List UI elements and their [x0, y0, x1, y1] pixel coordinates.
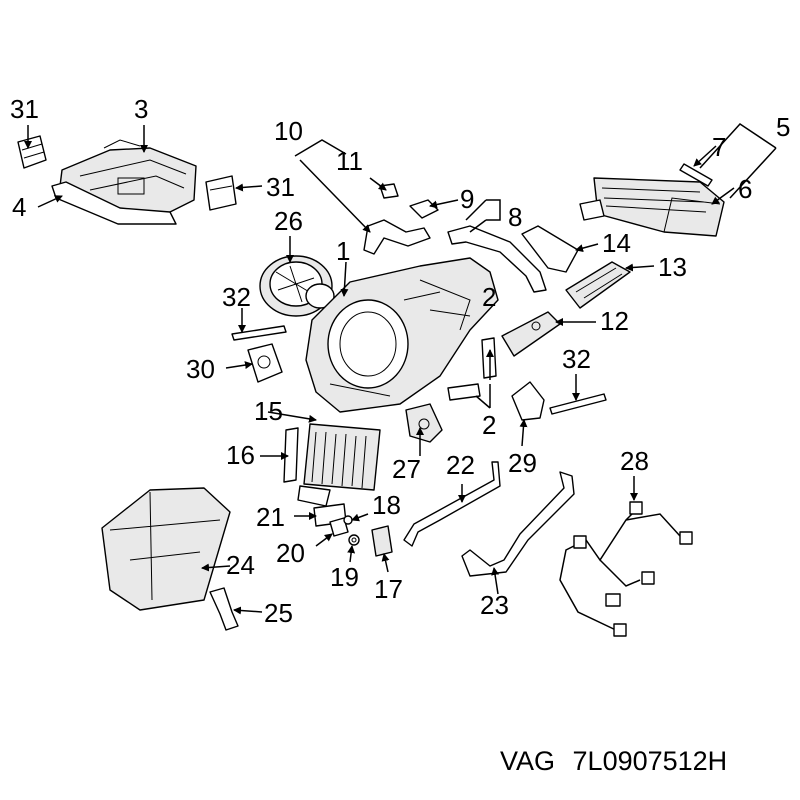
part-23-ac-line [461, 471, 575, 577]
part-31-module-left [17, 135, 47, 169]
part-2-seal-vertical [481, 337, 497, 379]
callout-9: 9 [460, 184, 474, 214]
callout-2-lower: 2 [482, 410, 496, 440]
part-32-rod-left [231, 325, 287, 341]
footer-part-number: VAG 7L0907512H [500, 746, 727, 776]
part-16-seal [283, 427, 299, 483]
callout-2-upper: 2 [482, 282, 496, 312]
callout-31-left: 31 [10, 94, 39, 124]
part-26-blower-motor [259, 255, 335, 317]
callout-3: 3 [134, 94, 148, 124]
callout-18: 18 [372, 490, 401, 520]
callout-16: 16 [226, 440, 255, 470]
part-28-wiring-harness [559, 501, 693, 637]
callout-29: 29 [508, 448, 537, 478]
callout-25: 25 [264, 598, 293, 628]
callout-5: 5 [776, 112, 790, 142]
part-25-drain-hose [209, 587, 239, 631]
callout-23: 23 [480, 590, 509, 620]
callout-30: 30 [186, 354, 215, 384]
callout-6: 6 [738, 174, 752, 204]
callout-8: 8 [508, 202, 522, 232]
callout-13: 13 [658, 252, 687, 282]
callout-20: 20 [276, 538, 305, 568]
callout-4: 4 [12, 192, 26, 222]
part-18-oring [343, 515, 353, 525]
part-14-seal [521, 225, 579, 273]
leader-lines [24, 123, 777, 615]
part-32-rod-right [549, 393, 607, 415]
callout-21: 21 [256, 502, 285, 532]
part-17-valve [371, 525, 393, 557]
callout-19: 19 [330, 562, 359, 592]
callout-26: 26 [274, 206, 303, 236]
part-27-actuator [405, 403, 443, 443]
callout-1: 1 [336, 236, 350, 266]
part-24-lower-case [101, 487, 231, 611]
part-13-filter [565, 261, 631, 309]
callout-24: 24 [226, 550, 255, 580]
part-11-clip [379, 183, 399, 199]
part-7-tube [679, 163, 713, 187]
callout-7: 7 [712, 132, 726, 162]
part-10-hose [363, 219, 431, 255]
part-1-main-housing [305, 257, 499, 413]
part-8-hoses [447, 225, 547, 293]
part-9-fitting [409, 199, 439, 219]
footer-brand: VAG [500, 746, 555, 776]
part-20-gasket [329, 517, 349, 537]
callout-28: 28 [620, 446, 649, 476]
part-12-cover [501, 311, 561, 357]
callout-12: 12 [600, 306, 629, 336]
part-30-actuator [247, 343, 283, 383]
part-15-evaporator [297, 423, 381, 507]
part-2-seal-horizontal [447, 383, 481, 401]
callout-27: 27 [392, 454, 421, 484]
callout-10: 10 [274, 116, 303, 146]
part-22-ac-line [403, 461, 501, 547]
callout-22: 22 [446, 450, 475, 480]
callout-32-left: 32 [222, 282, 251, 312]
callout-31-right: 31 [266, 172, 295, 202]
callout-14: 14 [602, 228, 631, 258]
part-29-bracket [511, 381, 545, 421]
callout-32-right: 32 [562, 344, 591, 374]
footer-code: 7L0907512H [573, 746, 728, 776]
part-31-module-right [205, 175, 237, 211]
callout-11: 11 [336, 146, 363, 176]
callout-labels: 31 3 4 31 10 11 9 8 5 7 6 14 13 12 26 1 … [10, 94, 790, 628]
part-19-oring [348, 534, 360, 546]
callout-17: 17 [374, 574, 403, 604]
callout-15: 15 [254, 396, 283, 426]
part-4-bracket [51, 181, 177, 225]
